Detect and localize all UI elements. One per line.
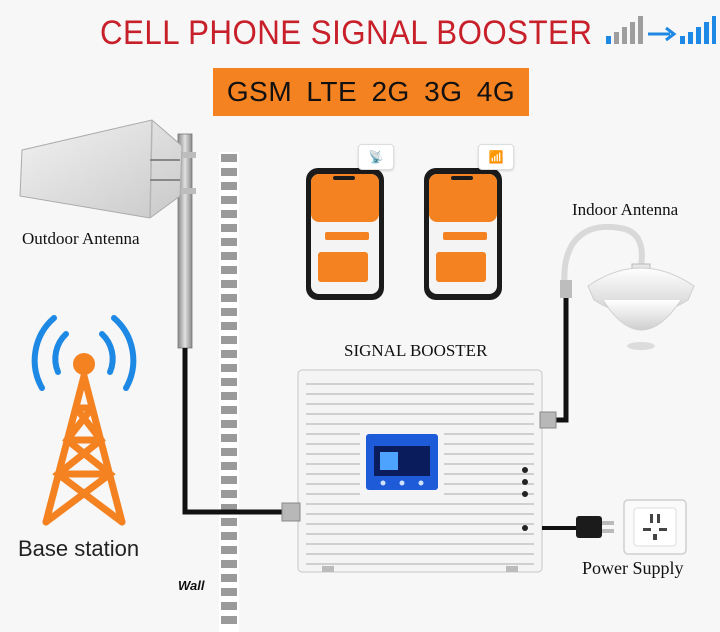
wall-brick xyxy=(221,294,237,302)
wall-brick xyxy=(221,182,237,190)
base-station-tower xyxy=(31,315,137,526)
wall-brick xyxy=(221,336,237,344)
wall xyxy=(219,152,239,632)
outdoor-antenna xyxy=(19,119,183,219)
wall-brick xyxy=(221,364,237,372)
signal-bars-to-signal-bars-icon xyxy=(606,16,716,44)
base-station-label: Base station xyxy=(18,536,140,561)
wall-brick xyxy=(221,420,237,428)
wall-brick xyxy=(221,518,237,526)
wall-brick xyxy=(221,224,237,232)
wall-brick xyxy=(221,392,237,400)
wall-brick xyxy=(221,560,237,568)
wall-brick xyxy=(221,574,237,582)
wall-brick xyxy=(221,252,237,260)
power-socket xyxy=(623,499,687,555)
wall-brick xyxy=(221,616,237,624)
signal-booster-label: SIGNAL BOOSTER xyxy=(344,341,488,360)
antenna-icon: 📡 xyxy=(358,144,394,170)
wall-brick xyxy=(221,588,237,596)
wall-brick xyxy=(221,238,237,246)
phone-2 xyxy=(424,168,502,300)
wall-brick xyxy=(221,602,237,610)
wall-brick xyxy=(221,154,237,162)
power-supply-label: Power Supply xyxy=(582,558,684,578)
wall-brick xyxy=(221,490,237,498)
wall-brick xyxy=(221,280,237,288)
network-banner: GSM LTE 2G 3G 4G xyxy=(213,68,529,116)
phone-1 xyxy=(306,168,384,300)
indoor-antenna-label: Indoor Antenna xyxy=(572,200,679,219)
wall-brick xyxy=(221,434,237,442)
wall-brick xyxy=(221,406,237,414)
wall-brick xyxy=(221,546,237,554)
wall-brick xyxy=(221,378,237,386)
wall-brick xyxy=(221,350,237,358)
network-banner-text: GSM LTE 2G 3G 4G xyxy=(226,76,516,107)
wall-brick xyxy=(221,322,237,330)
outdoor-cable xyxy=(182,348,290,515)
signal-booster-unit xyxy=(281,369,557,573)
wall-brick xyxy=(221,532,237,540)
indoor-antenna xyxy=(560,223,695,350)
diagram-title: CELL PHONE SIGNAL BOOSTER xyxy=(100,14,593,52)
wall-label: Wall xyxy=(178,578,205,593)
power-plug xyxy=(576,516,602,538)
wall-brick xyxy=(221,476,237,484)
wall-brick xyxy=(221,448,237,456)
wall-brick xyxy=(221,210,237,218)
antenna-signal-bars-icon: 📶 xyxy=(478,144,514,170)
wall-brick xyxy=(221,504,237,512)
wall-brick xyxy=(221,462,237,470)
wall-brick xyxy=(221,196,237,204)
wall-brick xyxy=(221,308,237,316)
wall-brick xyxy=(221,266,237,274)
wall-brick xyxy=(221,168,237,176)
outdoor-antenna-label: Outdoor Antenna xyxy=(22,229,140,248)
